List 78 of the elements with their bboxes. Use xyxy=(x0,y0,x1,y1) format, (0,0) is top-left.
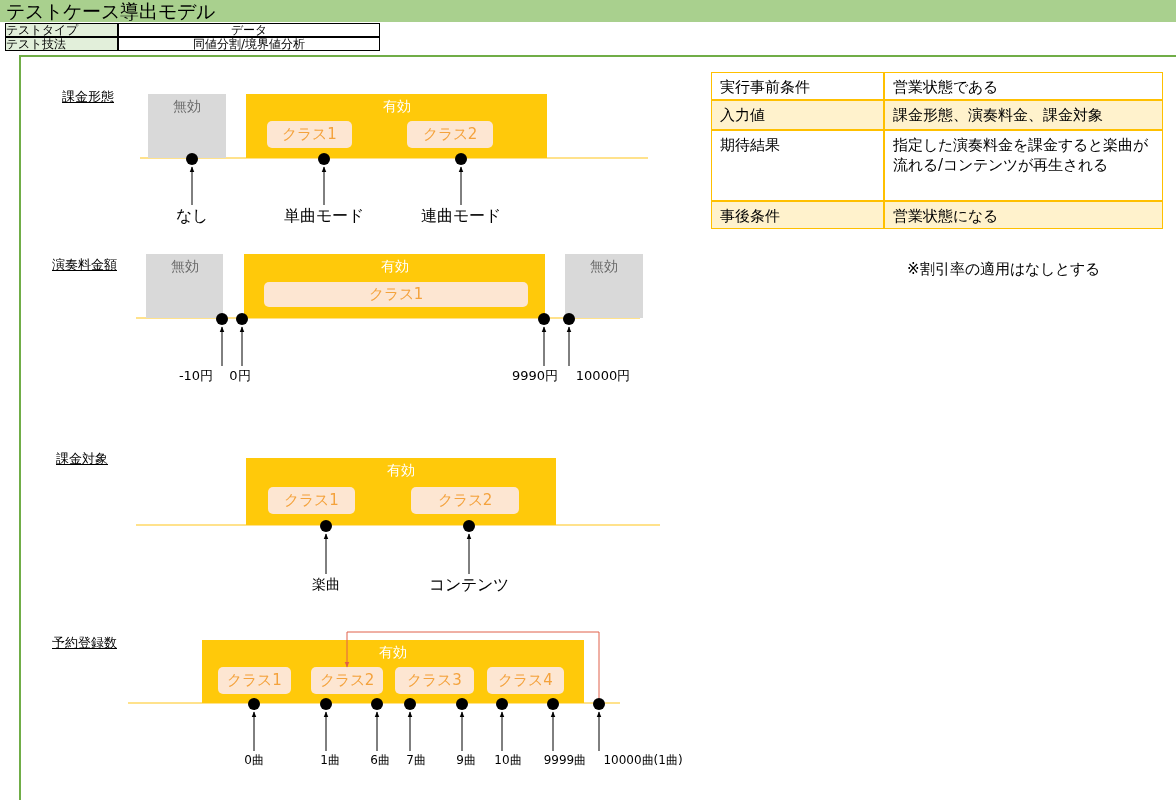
value-label: 9曲 xyxy=(451,751,481,769)
value-label: 楽曲 xyxy=(301,574,351,594)
table-cell: 期待結果 xyxy=(711,130,884,201)
value-label: 10000曲(1曲) xyxy=(593,751,693,769)
value-label: 1曲 xyxy=(315,751,345,769)
section-heading: 課金形態 xyxy=(62,88,114,106)
value-label: 9990円 xyxy=(506,366,564,385)
value-label: -10円 xyxy=(166,366,226,385)
arrow xyxy=(550,711,556,752)
value-label: コンテンツ xyxy=(419,574,519,596)
class-pill: クラス2 xyxy=(411,487,519,514)
value-label: 0円 xyxy=(228,366,252,385)
band-label: 有効 xyxy=(380,258,409,276)
section-heading: 演奏料金額 xyxy=(52,256,117,274)
value-label: 10曲 xyxy=(490,751,526,769)
value-label: 10000円 xyxy=(566,366,640,385)
arrow xyxy=(541,326,547,367)
band-label: 有効 xyxy=(387,462,415,480)
arrow xyxy=(344,631,600,699)
title: テストケース導出モデル xyxy=(0,0,1176,22)
class-pill: クラス2 xyxy=(407,121,493,148)
value-label: 連曲モード xyxy=(416,205,506,227)
class-pill: クラス2 xyxy=(311,667,383,694)
valid-band xyxy=(246,94,547,158)
table-cell: 事後条件 xyxy=(711,201,884,229)
table-cell: 課金形態、演奏料金、課金対象 xyxy=(884,100,1163,130)
valid-band xyxy=(244,254,545,318)
arrow xyxy=(189,166,195,206)
invalid-band: 無効 xyxy=(565,254,643,318)
section-heading: 課金対象 xyxy=(56,450,108,468)
arrow xyxy=(566,326,572,367)
table-cell: 営業状態になる xyxy=(884,201,1163,229)
class-pill: クラス3 xyxy=(395,667,474,694)
section-heading: 予約登録数 xyxy=(52,634,117,652)
value-label: 0曲 xyxy=(237,751,271,769)
arrow xyxy=(458,166,464,206)
arrow xyxy=(374,711,380,752)
class-pill: クラス1 xyxy=(268,487,355,514)
point-marker xyxy=(593,698,605,710)
value-label: 6曲 xyxy=(365,751,395,769)
table-cell: 営業状態である xyxy=(884,72,1163,100)
table-cell: 指定した演奏料金を課金すると楽曲が流れる/コンテンツが再生される xyxy=(884,130,1163,201)
point-marker xyxy=(563,313,575,325)
value-label: 7曲 xyxy=(401,751,431,769)
point-marker xyxy=(236,313,248,325)
arrow xyxy=(407,711,413,752)
class-pill: クラス4 xyxy=(487,667,564,694)
point-marker xyxy=(216,313,228,325)
class-pill: クラス1 xyxy=(267,121,352,148)
value-label: 単曲モード xyxy=(279,205,369,227)
invalid-band: 無効 xyxy=(148,94,226,158)
class-pill: クラス1 xyxy=(218,667,291,694)
table-cell: 実行事前条件 xyxy=(711,72,884,100)
arrow xyxy=(459,711,465,752)
arrow xyxy=(596,711,602,752)
header-cell: テスト技法 xyxy=(5,37,118,51)
class-pill: クラス1 xyxy=(264,282,528,307)
band-label: 有効 xyxy=(382,98,411,116)
point-marker xyxy=(538,313,550,325)
valid-band xyxy=(246,458,556,525)
arrow xyxy=(499,711,505,752)
note: ※割引率の適用はなしとする xyxy=(907,260,1100,279)
table-cell: 入力値 xyxy=(711,100,884,130)
header-cell: テストタイプ xyxy=(5,23,118,37)
invalid-band: 無効 xyxy=(146,254,223,318)
header-cell: データ xyxy=(118,23,380,37)
header-cell: 同値分割/境界値分析 xyxy=(118,37,380,51)
arrow xyxy=(466,533,472,575)
arrow xyxy=(323,711,329,752)
arrow xyxy=(323,533,329,575)
value-label: 9999曲 xyxy=(539,751,591,769)
arrow xyxy=(321,166,327,206)
arrow xyxy=(239,326,245,367)
band-label: 有効 xyxy=(379,644,407,662)
arrow xyxy=(219,326,225,367)
valid-band xyxy=(202,640,584,703)
arrow xyxy=(251,711,257,752)
value-label: なし xyxy=(167,205,217,227)
